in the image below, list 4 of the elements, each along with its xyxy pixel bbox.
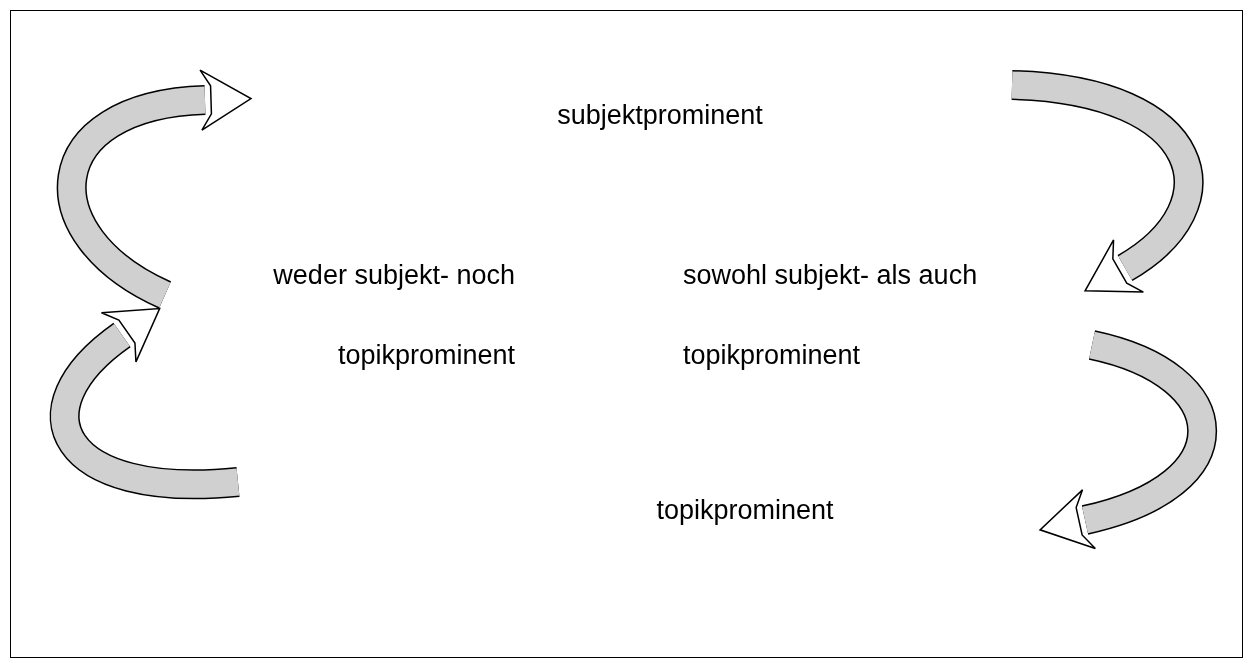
- node-label: subjektprominent: [556, 99, 764, 132]
- node-label: weder subjekt- noch topikprominent: [272, 259, 515, 372]
- node-label: sowohl subjekt- als auch topikprominent: [683, 259, 979, 372]
- node-label: topikprominent: [655, 494, 835, 527]
